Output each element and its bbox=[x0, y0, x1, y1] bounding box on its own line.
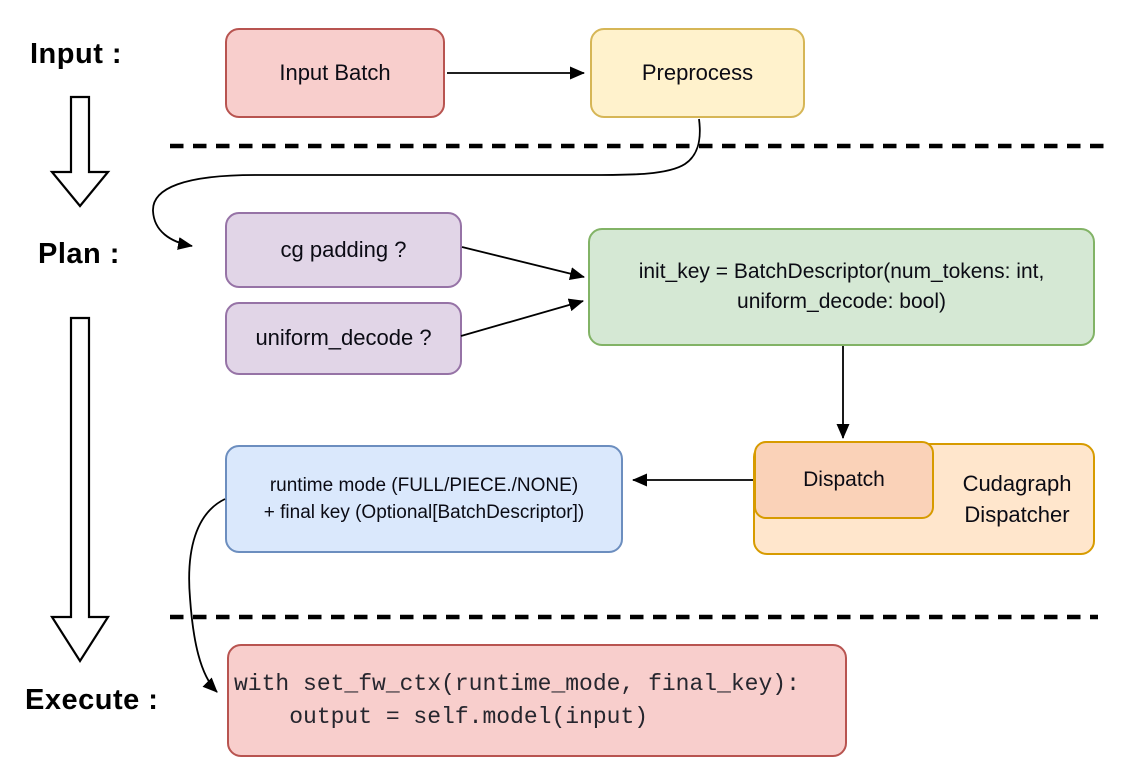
node-cudagraph-dispatcher-line1: Cudagraph bbox=[962, 471, 1072, 496]
node-input-batch-label: Input Batch bbox=[279, 59, 391, 85]
node-init-key-line2: uniform_decode: bool) bbox=[737, 290, 946, 313]
execute-code-line1: with set_fw_ctx(runtime_mode, final_key)… bbox=[234, 670, 800, 697]
node-dispatch: Dispatch bbox=[754, 441, 934, 519]
node-preprocess-label: Preprocess bbox=[641, 59, 754, 85]
node-runtime-result: runtime mode (FULL/PIECE./NONE) + final … bbox=[225, 445, 623, 553]
node-cudagraph-dispatcher-line2: Dispatcher bbox=[964, 502, 1070, 527]
arrow-cgpadding-to-initkey bbox=[461, 246, 585, 280]
stage-arrow-input-to-plan bbox=[49, 95, 111, 208]
node-dispatch-label: Dispatch bbox=[803, 468, 885, 492]
stage-arrow-plan-to-execute bbox=[49, 316, 111, 664]
stage-label-execute: Execute : bbox=[25, 684, 159, 716]
node-init-key: init_key = BatchDescriptor(num_tokens: i… bbox=[588, 228, 1095, 346]
node-cg-padding-label: cg padding ? bbox=[280, 236, 407, 262]
node-preprocess: Preprocess bbox=[590, 28, 805, 118]
node-runtime-result-line2: + final key (Optional[BatchDescriptor]) bbox=[263, 502, 585, 523]
node-init-key-line1: init_key = BatchDescriptor(num_tokens: i… bbox=[638, 260, 1045, 283]
stage-label-input: Input : bbox=[30, 38, 123, 70]
node-input-batch: Input Batch bbox=[225, 28, 445, 118]
stage-label-plan: Plan : bbox=[38, 238, 120, 270]
node-cudagraph-dispatcher-label: Cudagraph Dispatcher bbox=[937, 445, 1097, 553]
arrow-uniformdecode-to-initkey bbox=[460, 298, 584, 337]
node-execute-code: with set_fw_ctx(runtime_mode, final_key)… bbox=[227, 644, 847, 757]
node-cg-padding: cg padding ? bbox=[225, 212, 462, 288]
node-runtime-result-line1: runtime mode (FULL/PIECE./NONE) bbox=[269, 475, 579, 496]
node-uniform-decode: uniform_decode ? bbox=[225, 302, 462, 375]
node-uniform-decode-label: uniform_decode ? bbox=[255, 325, 432, 351]
arrow-runtime-to-execute bbox=[188, 498, 226, 693]
execute-code-line2: output = self.model(input) bbox=[234, 703, 649, 730]
